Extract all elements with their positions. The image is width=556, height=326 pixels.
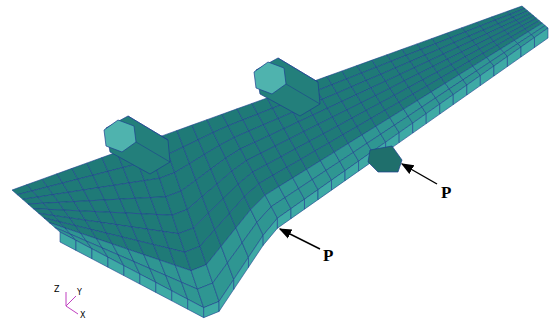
- mesh-line: [136, 142, 170, 162]
- mesh-element: [345, 161, 359, 181]
- mesh-element: [204, 301, 219, 317]
- engine-nacelles: [104, 58, 402, 174]
- load-arrows: [280, 164, 437, 249]
- axis-line: [66, 292, 67, 306]
- mesh-element: [467, 76, 481, 96]
- load-arrow: [402, 164, 437, 184]
- mesh-element: [263, 218, 277, 245]
- mesh-line: [128, 116, 168, 140]
- mesh-element: [277, 209, 291, 229]
- engine-intake: [254, 62, 286, 94]
- mesh-element: [399, 123, 413, 143]
- mesh-element: [248, 235, 263, 267]
- axis-line: [66, 296, 76, 306]
- axis-label: X: [80, 312, 85, 320]
- mesh-element: [219, 279, 234, 311]
- axis-label: Y: [77, 289, 82, 297]
- axis-label: Z: [54, 286, 59, 294]
- mesh-element: [413, 114, 427, 134]
- mesh-element: [291, 199, 305, 219]
- mesh-element: [332, 171, 346, 191]
- mesh-element: [480, 66, 494, 86]
- mesh-element: [318, 180, 332, 200]
- mesh-element: [494, 57, 508, 77]
- mesh-element: [172, 291, 188, 309]
- mesh-line: [286, 84, 320, 104]
- mesh-element: [188, 299, 204, 317]
- mesh-element: [507, 47, 521, 67]
- axis-triad: [66, 292, 78, 314]
- mesh-element: [521, 38, 535, 58]
- axis-line: [66, 306, 78, 314]
- mesh-element: [440, 95, 454, 115]
- load-label: P: [441, 184, 451, 201]
- mesh-element: [453, 85, 467, 105]
- mesh-element: [304, 190, 318, 210]
- engine-intake: [104, 120, 136, 152]
- mesh-element: [234, 257, 249, 289]
- load-label: P: [323, 247, 333, 264]
- load-arrow: [280, 229, 320, 249]
- pylon-attachment: [368, 146, 402, 172]
- mesh-element: [426, 104, 440, 124]
- wing-mesh: [12, 6, 548, 318]
- mesh-element: [534, 28, 548, 48]
- mesh-line: [278, 58, 318, 82]
